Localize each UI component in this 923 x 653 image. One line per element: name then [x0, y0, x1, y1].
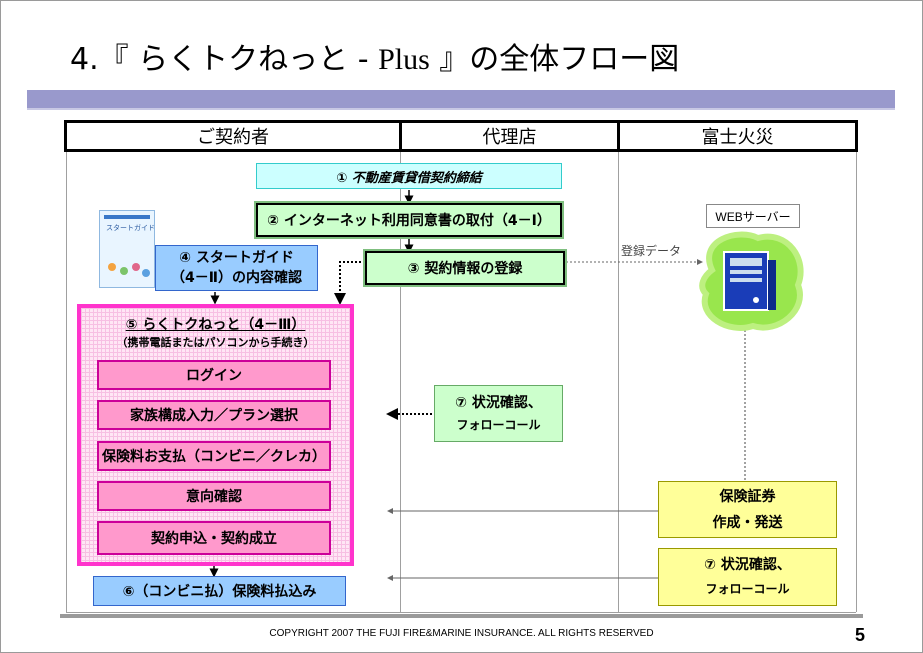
- title-suffix: 』の全体フロー図: [429, 42, 680, 77]
- pink-step-intent-label: 意向確認: [186, 489, 242, 505]
- thumb-figure-icon: [132, 263, 140, 271]
- step-4-box: ④ スタートガイド （4－Ⅱ）の内容確認: [155, 245, 318, 291]
- cert-box: 保険証券 作成・発送: [658, 481, 837, 538]
- footer-bar: [60, 614, 863, 618]
- pink-step-payment-label: 保険料お支払（コンビニ／クレカ）: [102, 449, 326, 465]
- lane-header-insurer: 富士火災: [617, 120, 858, 152]
- cert-line1: 保険証券: [719, 488, 776, 505]
- web-server-label-box: WEBサーバー: [706, 204, 800, 228]
- lane-divider-2: [618, 152, 619, 612]
- step-3-box: ③ 契約情報の登録: [363, 249, 567, 287]
- lane-agent-label: 代理店: [482, 127, 537, 148]
- thumb-figure-icon: [120, 267, 128, 275]
- cert-line2: 作成・発送: [712, 514, 783, 531]
- thumb-title: スタートガイド: [106, 224, 155, 232]
- lane-header-customer: ご契約者: [64, 120, 402, 152]
- step-4-line1: ④ スタートガイド: [179, 250, 294, 266]
- start-guide-thumbnail: スタートガイド: [99, 210, 155, 288]
- pink-step-payment: 保険料お支払（コンビニ／クレカ）: [97, 441, 331, 471]
- step-2-label: ② インターネット利用同意書の取付（4－Ⅰ）: [267, 213, 551, 229]
- thumb-figure-icon: [108, 263, 116, 271]
- step-1-box: ① 不動産賃貸借契約締結: [256, 163, 562, 189]
- step-7b-box: ⑦ 状況確認、 フォローコール: [658, 548, 837, 606]
- step-5-title: ⑤ らくトクねっと（4－Ⅲ）: [125, 317, 306, 333]
- pink-step-login: ログイン: [97, 360, 331, 390]
- register-data-label: 登録データ: [621, 244, 682, 258]
- step-5-subtitle: （携帯電話またはパソコンから手続き）: [116, 336, 315, 349]
- step-7b-line2: フォローコール: [705, 582, 790, 596]
- title-prefix: 4.『 らくトクねっと -: [70, 42, 379, 77]
- pink-step-family-label: 家族構成入力／プラン選択: [130, 408, 298, 424]
- title-rule: [27, 90, 895, 108]
- title-plus: Plus: [378, 43, 430, 76]
- pink-step-contract-label: 契約申込・契約成立: [151, 531, 277, 547]
- step-2-box: ② インターネット利用同意書の取付（4－Ⅰ）: [254, 201, 564, 239]
- pink-step-login-label: ログイン: [186, 368, 242, 384]
- step-7b-line1: ⑦ 状況確認、: [704, 557, 791, 573]
- page-number: 5: [855, 625, 866, 645]
- title-rule-shadow: [27, 108, 895, 110]
- pink-step-intent: 意向確認: [97, 481, 331, 511]
- step-1-label: ① 不動産賃貸借契約締結: [336, 170, 482, 186]
- step-7a-line1: ⑦ 状況確認、: [455, 394, 542, 411]
- server-icon: [699, 231, 804, 331]
- step-4-line2: （4－Ⅱ）の内容確認: [171, 270, 302, 286]
- arrow-3-5: [334, 261, 365, 305]
- thumb-figure-icon: [142, 269, 150, 277]
- lane-divider-1: [400, 152, 401, 612]
- thumb-header-bar: [104, 215, 150, 219]
- step-5-container: [77, 304, 354, 566]
- step-6-label: ⑥（コンビニ払）保険料払込み: [122, 584, 317, 600]
- pink-step-contract: 契約申込・契約成立: [97, 521, 331, 555]
- step-3-label: ③ 契約情報の登録: [407, 261, 523, 277]
- web-server-label: WEBサーバー: [715, 209, 791, 224]
- lane-divider-left: [66, 152, 67, 612]
- lane-bottom-line: [66, 612, 856, 613]
- pink-step-family: 家族構成入力／プラン選択: [97, 400, 331, 430]
- step-6-box: ⑥（コンビニ払）保険料払込み: [93, 576, 346, 606]
- lane-insurer-label: 富士火災: [701, 127, 774, 148]
- lane-customer-label: ご契約者: [197, 127, 269, 148]
- slide-title: 4.『 らくトクねっと - Plus 』の全体フロー図: [70, 34, 679, 78]
- step-7a-box: ⑦ 状況確認、 フォローコール: [434, 385, 563, 442]
- step-7a-line2: フォローコール: [456, 417, 541, 432]
- copyright-text: COPYRIGHT 2007 THE FUJI FIRE&MARINE INSU…: [269, 628, 654, 639]
- lane-divider-right: [856, 152, 857, 612]
